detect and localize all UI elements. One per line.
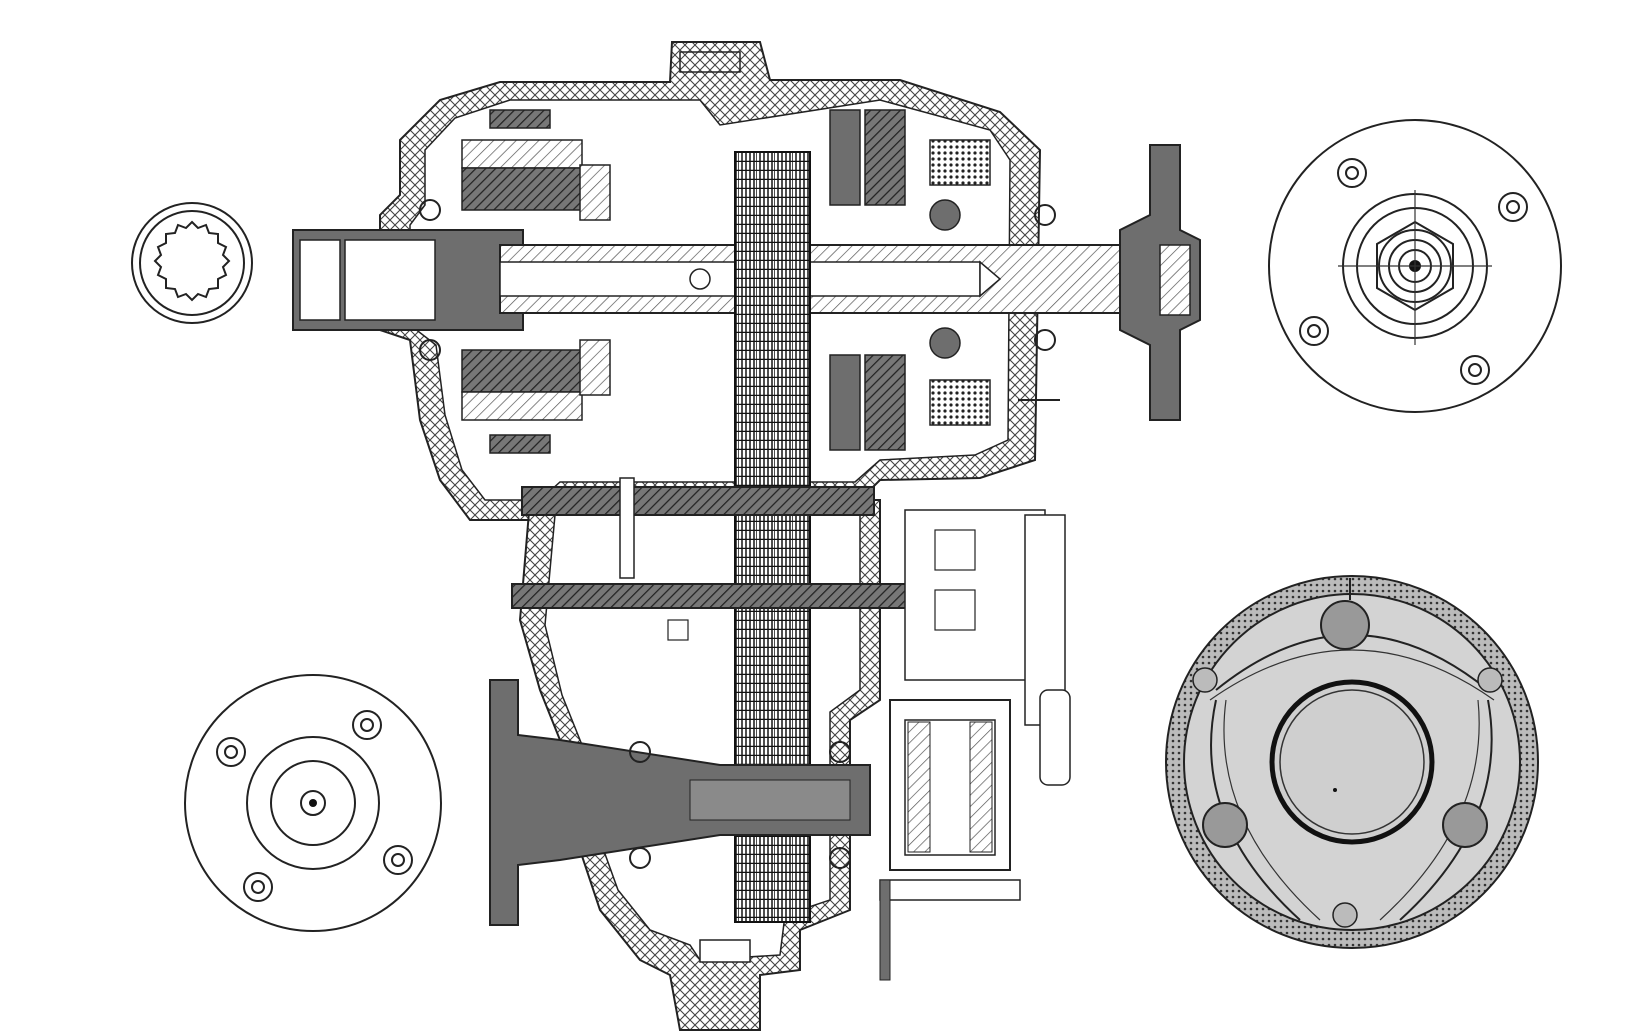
flange-bolt-holes-lower	[216, 710, 413, 902]
shift-motor	[879, 699, 1021, 981]
ramp-balls	[1192, 600, 1503, 928]
spline-ring-end-view	[131, 202, 253, 324]
front-flange-end-view	[184, 674, 442, 932]
housing-lower-cavity	[544, 514, 861, 961]
control-module	[904, 509, 1071, 786]
clutch-pack	[829, 109, 991, 451]
shift-rail-upper	[521, 486, 875, 516]
internal-spline	[153, 220, 231, 302]
transfer-case-cross-section	[292, 41, 1201, 1031]
ball-ramp-plate	[1165, 575, 1539, 949]
output-flange-end-view	[1268, 119, 1562, 413]
planetary-gearset	[461, 109, 611, 454]
flange-bolt-holes	[1299, 158, 1528, 385]
bearings	[419, 199, 1056, 869]
shift-rail-lower	[511, 583, 915, 609]
front-output-shaft	[489, 679, 871, 926]
